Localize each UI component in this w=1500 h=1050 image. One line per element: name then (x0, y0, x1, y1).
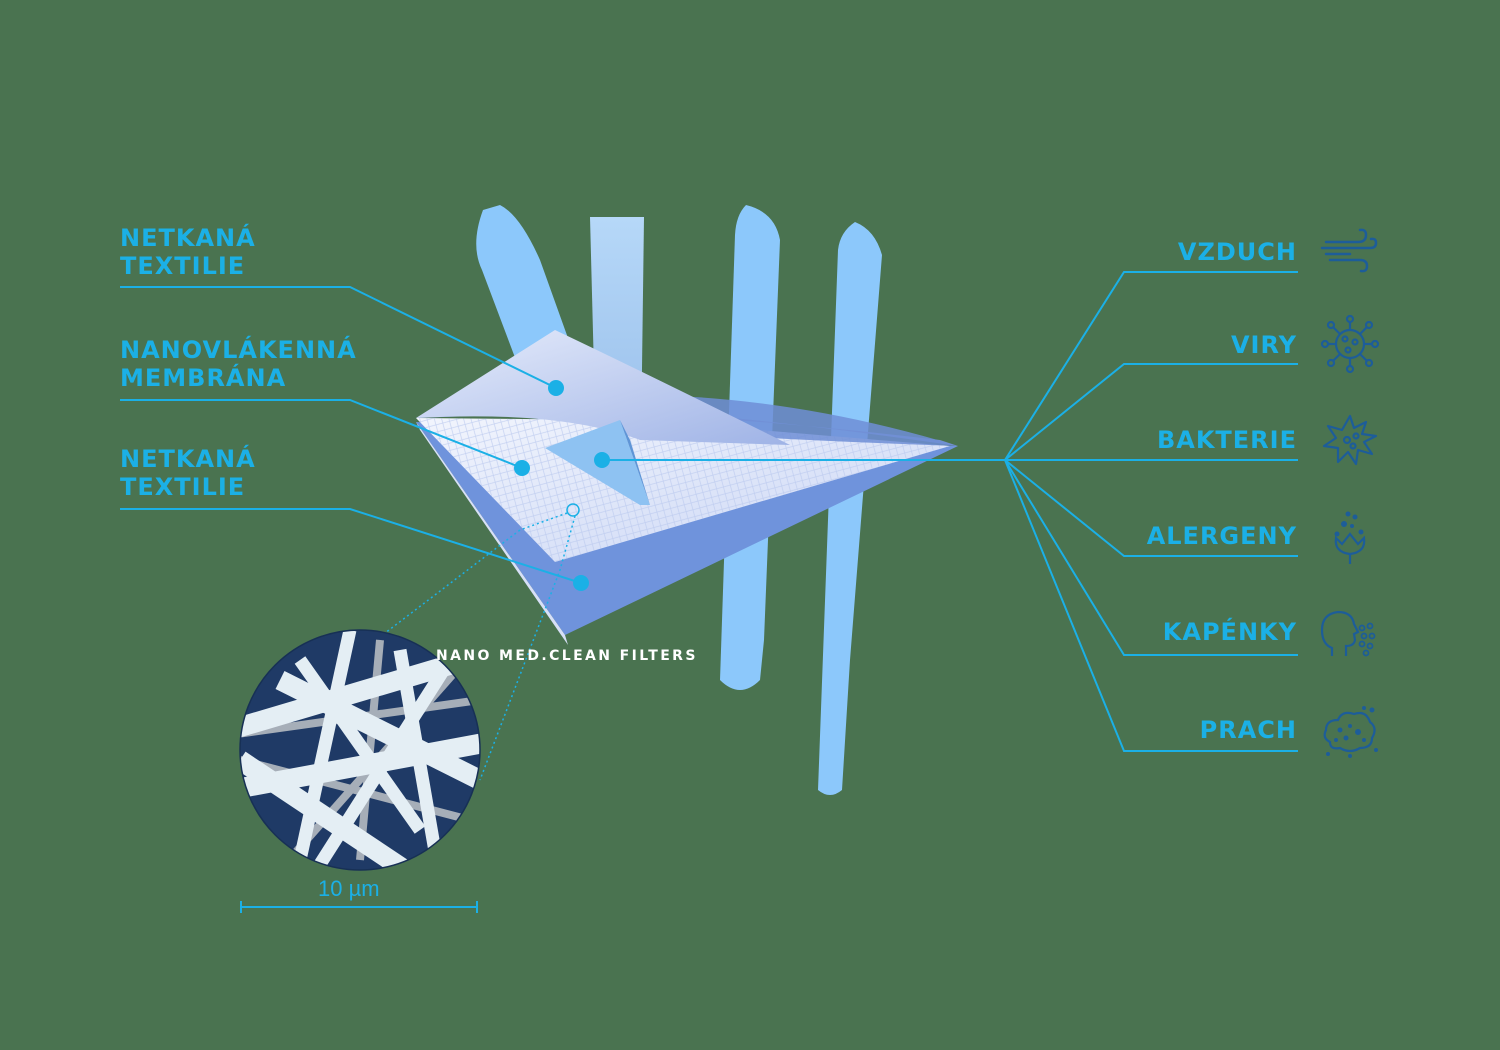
wind-icon (1320, 228, 1378, 273)
filtered-label-bakterie: BAKTERIE (1156, 426, 1297, 454)
virus-icon (1320, 314, 1380, 374)
cough-droplets-icon (1320, 610, 1376, 657)
brand-name: NANO MED.CLEAN FILTERS (436, 648, 698, 664)
nanofiber-magnified-view (239, 629, 481, 871)
label-line: TEXTILIE (120, 252, 246, 280)
layer-label-nano-membrane: NANOVLÁKENNÁ MEMBRÁNA (120, 336, 357, 392)
filtered-label-alergeny: ALERGENY (1146, 522, 1297, 550)
label-line: TEXTILIE (120, 473, 246, 501)
label-line: MEMBRÁNA (120, 364, 287, 392)
dust-cloud-icon (1323, 706, 1378, 758)
scale-label: 10 µm (318, 876, 380, 901)
label-line: NETKANÁ (120, 224, 256, 252)
filtered-label-viry: VIRY (1230, 331, 1297, 359)
filtered-label-prach: PRACH (1199, 716, 1297, 744)
filtered-label-vzduch: VZDUCH (1177, 238, 1297, 266)
filtered-label-kapenky: KAPÉNKY (1162, 618, 1297, 646)
label-line: NETKANÁ (120, 445, 256, 473)
filter-layers (416, 330, 958, 645)
scale-bar (240, 901, 478, 913)
layer-label-outer-top: NETKANÁ TEXTILIE (120, 224, 256, 280)
label-line: NANOVLÁKENNÁ (120, 336, 357, 364)
layer-label-outer-bottom: NETKANÁ TEXTILIE (120, 445, 256, 501)
pollen-flower-icon (1334, 511, 1366, 564)
left-leader-lines (120, 286, 582, 584)
right-leader-lines (602, 271, 1298, 752)
bacteria-icon (1322, 414, 1378, 466)
